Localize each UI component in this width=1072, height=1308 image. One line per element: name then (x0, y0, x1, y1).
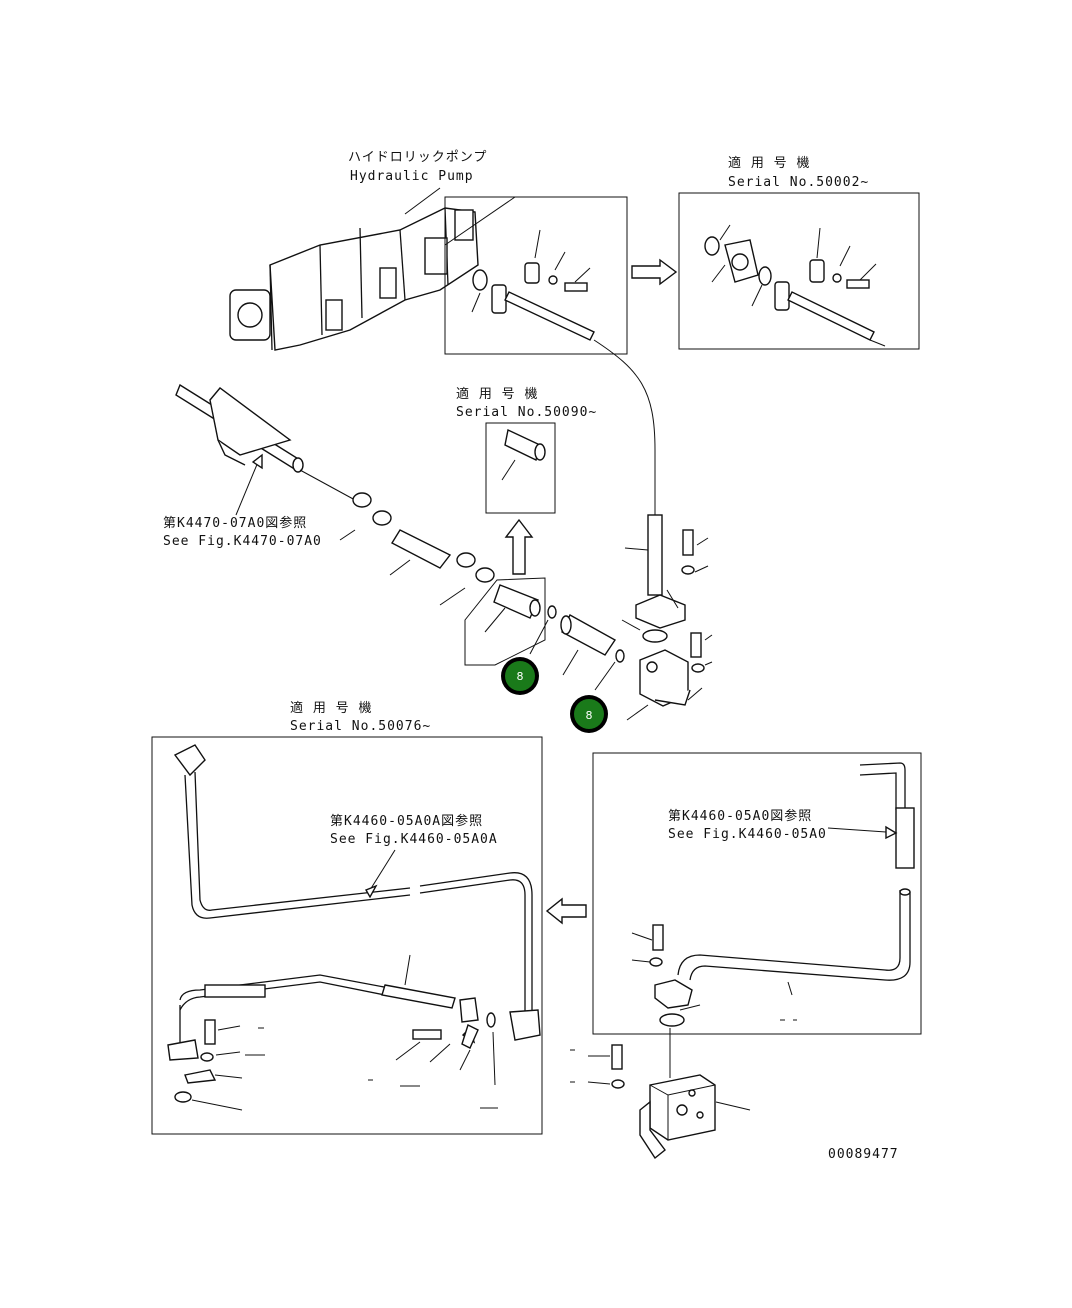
ref-k4470-en: See Fig.K4470-07A0 (163, 534, 322, 549)
callout-8-right[interactable]: 8 (570, 695, 608, 733)
valve-block (570, 1013, 751, 1160)
hydraulic-pump (229, 207, 479, 351)
applicable-label-2: 適 用 号 機 (456, 386, 538, 402)
callout-circle (574, 699, 604, 729)
serial-label-3: Serial No.50076~ (290, 719, 431, 734)
detail-box-serial-50002: 適 用 号 機 Serial No.50002~ (678, 155, 920, 350)
ref-k4460-label: 第K4460-05A0図参照 See Fig.K4460-05A0 (668, 808, 827, 842)
ref-k4460a-jp: 第K4460-05A0A図参照 (330, 813, 483, 829)
callout-number: 8 (586, 709, 593, 722)
suction-pipe-assembly (175, 383, 495, 606)
applicable-label-3: 適 用 号 機 (290, 700, 372, 716)
pump-label: ハイドロリックポンプ Hydraulic Pump (348, 150, 487, 184)
detail-box-return-pipe (592, 752, 922, 1035)
ref-k4460a-en: See Fig.K4460-05A0A (330, 832, 498, 847)
pump-label-jp: ハイドロリックポンプ (348, 150, 487, 165)
callout-circle (505, 661, 535, 691)
detail-box-serial-50076: 適 用 号 機 Serial No.50076~ (151, 700, 543, 1135)
pump-hose-block (621, 514, 713, 721)
serial-label-2: Serial No.50090~ (456, 405, 597, 420)
connector-hose (560, 614, 625, 691)
ref-k4470-label: 第K4470-07A0図参照 See Fig.K4470-07A0 (163, 515, 322, 549)
ref-k4470-jp: 第K4470-07A0図参照 (163, 515, 307, 531)
serial-label-1: Serial No.50002~ (728, 175, 869, 190)
elbow-fitting (464, 577, 557, 666)
callout-8-left[interactable]: 8 (501, 657, 539, 695)
drawing-number: 00089477 (828, 1147, 899, 1162)
ref-k4460-jp: 第K4460-05A0図参照 (668, 808, 812, 824)
callout-number: 8 (517, 670, 524, 683)
detail-box-pump-outlet (444, 196, 628, 355)
pump-label-en: Hydraulic Pump (350, 169, 474, 184)
applicable-label-1: 適 用 号 機 (728, 155, 810, 171)
ref-k4460-en: See Fig.K4460-05A0 (668, 827, 827, 842)
detail-box-serial-50090: 適 用 号 機 Serial No.50090~ (456, 386, 597, 514)
ref-k4460a-label: 第K4460-05A0A図参照 See Fig.K4460-05A0A (330, 813, 498, 847)
